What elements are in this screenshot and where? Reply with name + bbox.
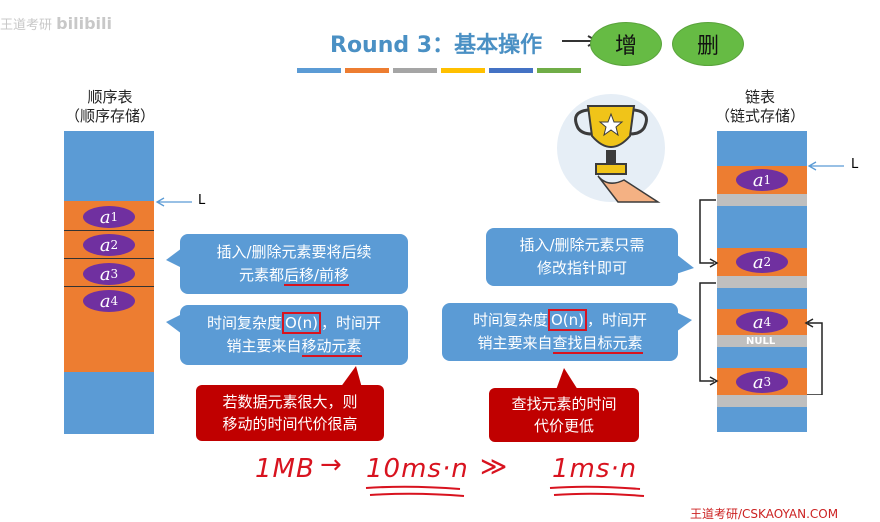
insert-badge: 增 bbox=[590, 22, 662, 66]
handwriting-much-greater: ≫ bbox=[480, 452, 509, 482]
callout-tail bbox=[676, 312, 692, 332]
linked-pointer-label: L bbox=[851, 157, 859, 172]
callout-tail bbox=[676, 254, 694, 274]
seq-insert-callout: 插入/删除元素要将后续元素都后移/前移 bbox=[180, 234, 408, 294]
linked-cost-note: 查找元素的时间代价更低 bbox=[489, 388, 639, 442]
footer-text: 王道考研/CSKAOYAN.COM bbox=[690, 507, 839, 521]
page-title: Round 3：基本操作 bbox=[330, 33, 543, 58]
color-bar bbox=[441, 68, 485, 73]
delete-badge: 删 bbox=[672, 22, 744, 66]
trophy-icon bbox=[557, 94, 665, 203]
linked-header: 链表（链式存储） bbox=[714, 88, 805, 125]
null-label: NULL bbox=[746, 336, 776, 347]
color-bar bbox=[345, 68, 389, 73]
color-bar bbox=[297, 68, 341, 73]
watermark: 王道考研 bilibili bbox=[0, 14, 112, 33]
linked-insert-callout: 插入/删除元素只需修改指针即可 bbox=[486, 228, 678, 286]
pointer-arrow-icon bbox=[807, 161, 844, 171]
handwriting-underline bbox=[365, 485, 645, 497]
seq-cost-note: 若数据元素很大，则移动的时间代价很高 bbox=[196, 385, 384, 441]
note-tail bbox=[340, 366, 362, 388]
note-tail bbox=[556, 368, 578, 390]
color-bar bbox=[393, 68, 437, 73]
color-bar bbox=[489, 68, 533, 73]
callout-tail bbox=[166, 248, 182, 268]
handwriting-size: 1MB bbox=[255, 454, 315, 484]
handwriting-arrow: → bbox=[320, 450, 343, 480]
seq-header: 顺序表（顺序存储） bbox=[64, 88, 155, 125]
handwriting-find-cost: 1ms·n bbox=[552, 454, 638, 484]
seq-pointer-label: L bbox=[198, 193, 206, 208]
pointer-arrow-icon bbox=[155, 197, 192, 207]
callout-tail bbox=[166, 314, 182, 334]
link-arrows bbox=[699, 199, 823, 395]
color-bar bbox=[537, 68, 581, 73]
handwriting-move-cost: 10ms·n bbox=[366, 454, 469, 484]
